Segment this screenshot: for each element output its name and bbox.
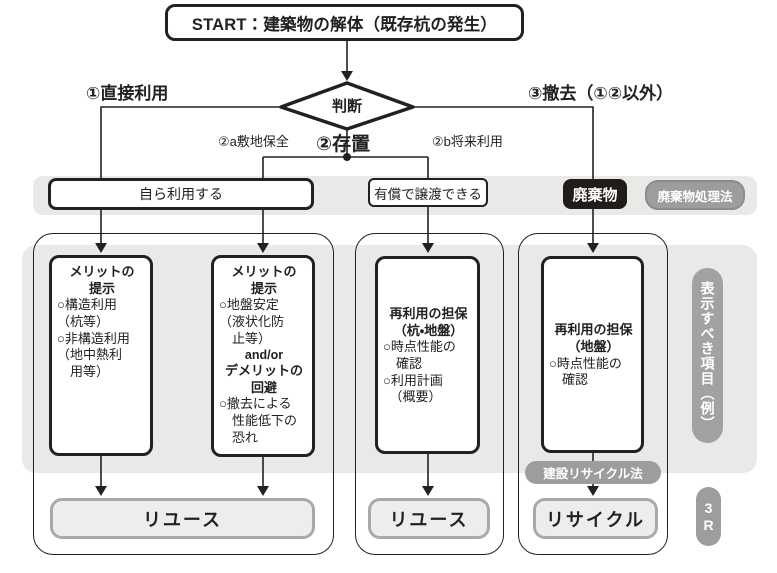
group-future-use (355, 233, 504, 555)
branch-label-direct-use: ①直接利用 (86, 84, 169, 103)
construction-recycle-law-pill: 建設リサイクル法 (525, 461, 661, 484)
box2-andor: and/or (244, 348, 284, 363)
group-direct-use-and-site-preserve (33, 233, 334, 555)
box-merit-demerit-preserve: メリットの 提示 ○地盤安定 （液状化防 止等） and/or デメリットの 回… (211, 255, 315, 457)
box4-heading: 再利用の担保 （地盤） (554, 322, 633, 354)
start-node: START：建築物の解体（既存杭の発生） (165, 4, 524, 41)
node-transfer-for-value: 有償で譲渡できる (368, 178, 488, 207)
box-reuse-guarantee-ground: 再利用の担保 （地盤） ○時点性能の 確認 (541, 256, 644, 453)
group-removal (518, 233, 668, 555)
box2-heading2: デメリットの 回避 (224, 363, 303, 395)
decision-label: 判断 (331, 98, 362, 115)
box4-body: ○時点性能の 確認 (549, 355, 622, 388)
branch-label-preserve-b: ②b将来利用 (432, 134, 503, 149)
box-reuse-guarantee-pile-ground: 再利用の担保 （杭・地盤） ○時点性能の 確認 ○利用計画 （概要） (375, 256, 480, 454)
branch-label-preserve: ②存置 (316, 134, 371, 155)
branch-label-removal: ③撤去（①②以外） (528, 84, 674, 103)
box3-heading: 再利用の担保 （杭・地盤） (389, 306, 468, 338)
box1-body: ○構造利用 （杭等） ○非構造利用 （地中熱利 用等） (57, 297, 130, 379)
branch-label-preserve-a: ②a敷地保全 (218, 134, 289, 149)
box2-heading: メリットの 提示 (231, 264, 297, 296)
outcome-reuse-mid: リユース (368, 498, 490, 539)
waste-disposal-law-pill: 廃棄物処理法 (645, 180, 745, 210)
node-self-use: 自ら利用する (48, 178, 314, 210)
display-items-pill: 表示すべき項目（例） (692, 268, 723, 443)
outcome-reuse-left: リユース (50, 498, 315, 539)
decision-diamond (279, 81, 415, 131)
three-r-pill: 3 R (696, 487, 721, 546)
box-merit-direct-use: メリットの 提示 ○構造利用 （杭等） ○非構造利用 （地中熱利 用等） (49, 255, 153, 456)
box2-body2: ○撤去による 性能低下の 恐れ (219, 396, 298, 445)
box1-heading: メリットの 提示 (69, 264, 135, 296)
outcome-recycle: リサイクル (533, 498, 658, 539)
node-waste: 廃棄物 (563, 179, 627, 209)
box3-body: ○時点性能の 確認 ○利用計画 （概要） (383, 339, 456, 405)
box2-body1: ○地盤安定 （液状化防 止等） (219, 297, 285, 346)
